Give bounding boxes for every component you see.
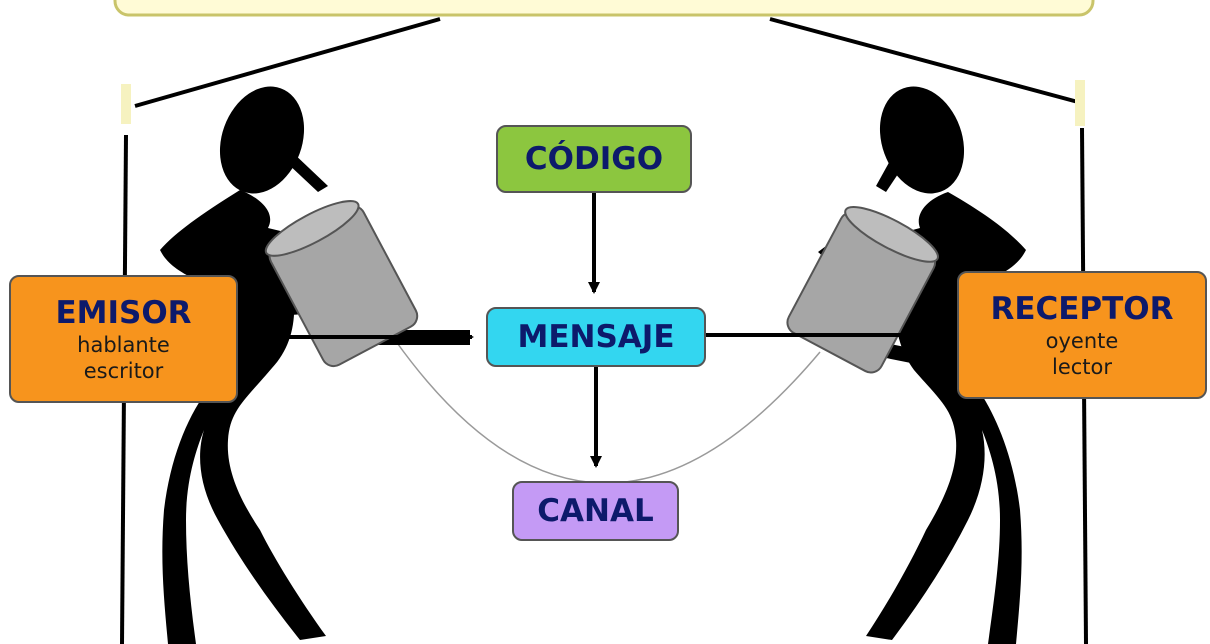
- receptor-line-oyente: oyente: [1045, 329, 1119, 354]
- receptor-label: RECEPTOR: [990, 291, 1174, 328]
- emisor-line-hablante: hablante: [77, 333, 170, 358]
- mensaje-label: MENSAJE: [517, 318, 675, 355]
- mensaje-box: MENSAJE: [486, 307, 706, 367]
- connector-arrows: [238, 193, 944, 468]
- tin-can-right: [786, 206, 939, 374]
- canal-label: CANAL: [537, 492, 654, 529]
- top-banner: [113, 0, 1095, 17]
- receptor-box: RECEPTOR oyente lector: [957, 271, 1207, 399]
- emisor-box: EMISOR hablante escritor: [9, 275, 238, 403]
- codigo-box: CÓDIGO: [496, 125, 692, 193]
- codigo-label: CÓDIGO: [524, 140, 664, 177]
- canal-box: CANAL: [512, 481, 679, 541]
- tin-can-left: [264, 200, 419, 368]
- emisor-label: EMISOR: [55, 295, 192, 332]
- emisor-line-escritor: escritor: [83, 358, 164, 383]
- receptor-line-lector: lector: [1051, 354, 1113, 379]
